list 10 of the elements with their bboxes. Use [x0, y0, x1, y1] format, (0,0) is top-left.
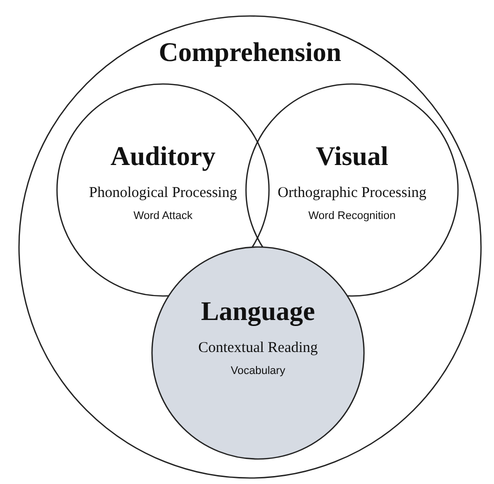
circle-title: Comprehension — [158, 37, 342, 68]
circle-title: Language — [200, 296, 316, 327]
circle-title: Visual — [314, 141, 390, 172]
circle-subtitle: Orthographic Processing — [276, 185, 428, 202]
circle-note: Word Attack — [132, 210, 194, 222]
circle-title: Auditory — [109, 141, 216, 172]
circle-note: Vocabulary — [230, 365, 286, 377]
circle-subtitle: Contextual Reading — [197, 340, 319, 357]
circle-subtitle: Phonological Processing — [88, 185, 238, 202]
circle-note: Word Recognition — [307, 210, 397, 222]
